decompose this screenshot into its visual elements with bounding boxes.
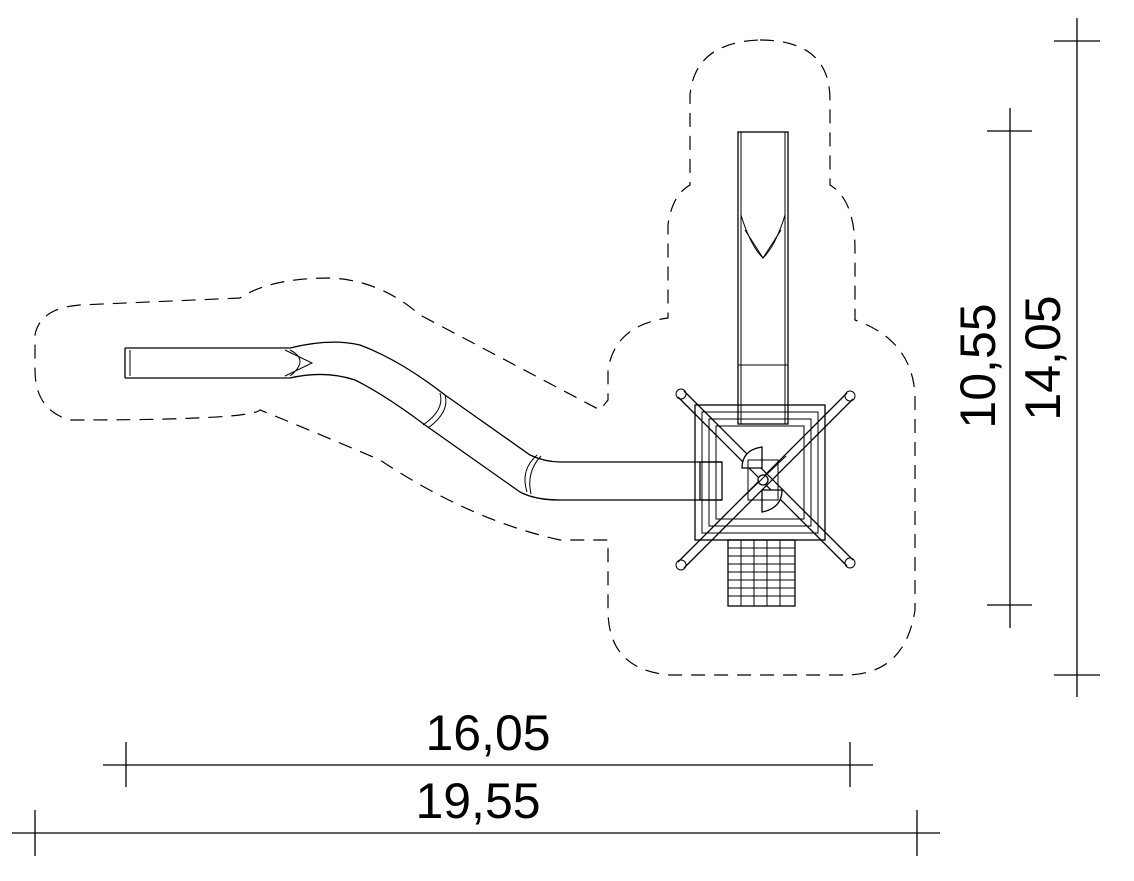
dimension-line-inner-width xyxy=(103,742,873,787)
inner-height-label: 10,55 xyxy=(950,303,1006,428)
safety-zone-outline xyxy=(34,39,916,676)
outer-height-label: 14,05 xyxy=(1015,295,1071,420)
outer-width-label: 19,55 xyxy=(415,773,540,829)
climbing-net xyxy=(727,539,796,607)
dimension-line-outer-height xyxy=(1054,18,1100,697)
dimension-line-outer-width xyxy=(12,810,940,856)
tower-platform xyxy=(675,388,856,571)
inner-width-label: 16,05 xyxy=(425,705,550,761)
tube-slide xyxy=(124,341,723,501)
dimension-line-inner-height xyxy=(987,108,1032,628)
straight-slide xyxy=(737,131,789,425)
